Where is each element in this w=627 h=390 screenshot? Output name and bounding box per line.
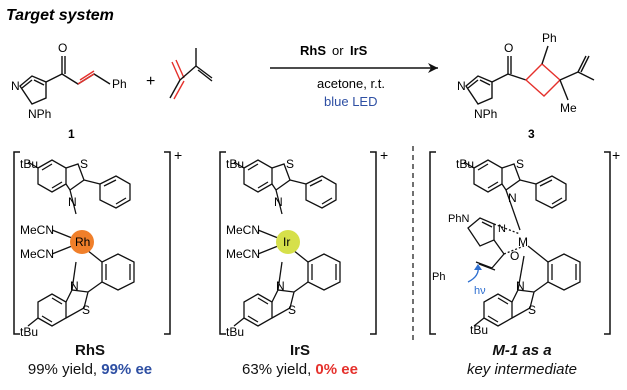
m1-charge: + <box>612 147 620 163</box>
substrate-nph: NPh <box>28 107 51 121</box>
reagent-catalyst-a: RhS <box>300 43 326 58</box>
product-o: O <box>504 41 513 55</box>
caption-irs: IrS 63% yield, 0% ee <box>212 341 388 379</box>
complex-m1 <box>429 151 611 335</box>
m1-name-line1: M-1 as a <box>492 342 552 359</box>
rhs-n-bottom: N <box>70 279 79 293</box>
product-3 <box>465 45 595 105</box>
rhs-tbu-bottom: tBu <box>20 325 38 339</box>
irs-s-top: S <box>286 157 294 171</box>
complex-irs <box>219 151 377 335</box>
rhs-name: RhS <box>75 342 105 359</box>
rhs-charge: + <box>174 147 182 163</box>
rhs-s-bottom: S <box>82 303 90 317</box>
substrate-ph: Ph <box>112 77 127 91</box>
rhs-mecn-2: MeCN <box>20 247 54 261</box>
irs-tbu-bottom: tBu <box>226 325 244 339</box>
product-n: N <box>457 79 466 93</box>
irs-result: 63% yield, 0% ee <box>212 360 388 379</box>
rhs-result: 99% yield, 99% ee <box>6 360 174 379</box>
irs-tbu-top: tBu <box>226 157 244 171</box>
m1-s-top: S <box>516 157 524 171</box>
diene-2 <box>169 48 213 100</box>
rhs-metal: Rh <box>75 235 90 249</box>
m1-tbu-top: tBu <box>456 157 474 171</box>
caption-rhs: RhS 99% yield, 99% ee <box>6 341 174 379</box>
product-label: 3 <box>528 127 535 141</box>
rhs-ee: 99% ee <box>101 361 153 378</box>
m1-hv: hν <box>474 285 486 297</box>
metal-center-rh <box>70 230 94 254</box>
m1-metal: M <box>518 235 528 249</box>
substrate-label: 1 <box>68 127 75 141</box>
irs-n-bottom: N <box>276 279 285 293</box>
m1-o: O <box>510 249 519 263</box>
irs-yield: 63% yield, <box>242 361 316 378</box>
m1-ph: Ph <box>432 271 445 283</box>
m1-n-top: N <box>508 191 517 205</box>
m1-name-line2: key intermediate <box>466 361 578 378</box>
reagent-or: or <box>332 43 344 58</box>
irs-metal: Ir <box>283 235 290 249</box>
reagent-solvent: acetone, r.t. <box>317 76 385 91</box>
irs-ee: 0% ee <box>315 361 358 378</box>
irs-s-bottom: S <box>288 303 296 317</box>
substrate-n: N <box>11 79 20 93</box>
product-me: Me <box>560 101 577 115</box>
rhs-n-top: N <box>68 195 77 209</box>
caption-m1: M-1 as a key intermediate <box>432 341 612 379</box>
irs-name: IrS <box>289 342 310 359</box>
substrate-1 <box>19 56 111 105</box>
reagent-catalyst-b: IrS <box>350 43 368 58</box>
product-nph: NPh <box>474 107 497 121</box>
metal-center-ir <box>276 230 300 254</box>
product-ph: Ph <box>542 31 557 45</box>
irs-mecn-1: MeCN <box>226 223 260 237</box>
complex-rhs <box>13 151 171 335</box>
substrate-o: O <box>58 41 67 55</box>
reagent-light: blue LED <box>324 94 377 109</box>
irs-charge: + <box>380 147 388 163</box>
m1-n-bottom: N <box>516 279 525 293</box>
plus-sign: + <box>146 73 155 90</box>
rhs-tbu-top: tBu <box>20 157 38 171</box>
m1-tbu-bottom: tBu <box>470 323 488 337</box>
arrow-head <box>428 63 438 73</box>
irs-n-top: N <box>274 195 283 209</box>
rhs-mecn-1: MeCN <box>20 223 54 237</box>
m1-s-bottom: S <box>528 303 536 317</box>
irs-mecn-2: MeCN <box>226 247 260 261</box>
rhs-s-top: S <box>80 157 88 171</box>
m1-phn: PhN <box>448 213 469 225</box>
m1-n-imid: N <box>498 223 506 235</box>
figure-title: Target system <box>6 7 114 24</box>
rhs-yield: 99% yield, <box>27 361 102 378</box>
